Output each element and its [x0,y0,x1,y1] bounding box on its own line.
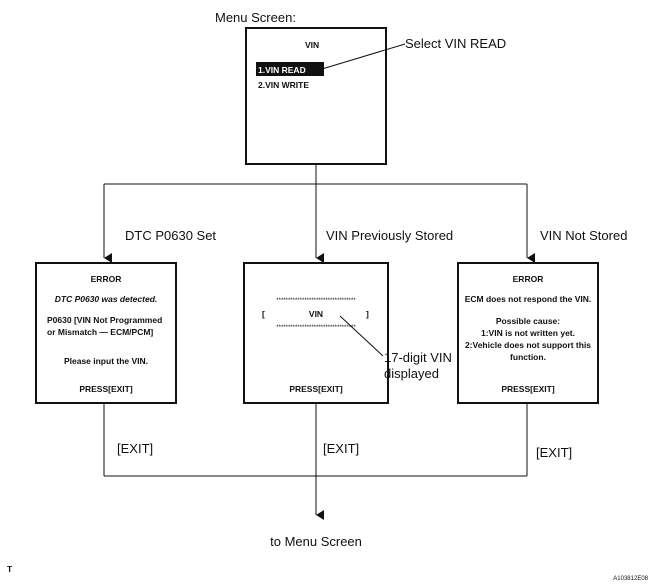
menu-caption: Menu Screen: [215,10,296,25]
menu-screen-box [245,27,387,165]
screen-center-stars-top: ********************************** [276,298,356,304]
menu-item-vin-read: 1.VIN READ [258,65,306,75]
screen-right-box [457,262,599,404]
screen-left-line2: P0630 [VIN Not Programmed [47,315,162,325]
screen-right-line2: Possible cause: [496,316,560,326]
figure-code: A103812E08 [613,576,648,582]
exit-label-center: [EXIT] [323,441,359,456]
screen-right-line5: function. [510,352,546,362]
menu-item-vin-write: 2.VIN WRITE [258,80,309,90]
menu-item-highlight [256,62,324,76]
vin-callout-line [339,315,384,357]
screen-center-vin: VIN [309,309,323,319]
screen-left-line3: or Mismatch — ECM/PCM] [47,327,153,337]
screen-left-line4: Please input the VIN. [64,356,148,366]
screen-center-box [243,262,389,404]
screen-left-box [35,262,177,404]
destination-label: to Menu Screen [270,534,362,549]
screen-center-bracket-open: [ [262,309,265,319]
exit-label-left: [EXIT] [117,441,153,456]
screen-right-line1: ECM does not respond the VIN. [465,294,592,304]
screen-right-press: PRESS[EXIT] [501,384,555,394]
branch-label-left: DTC P0630 Set [125,228,216,243]
branch-label-center: VIN Previously Stored [326,228,453,243]
screen-right-title: ERROR [513,274,544,284]
vin-callout-line2: displayed [384,366,439,381]
screen-left-press: PRESS[EXIT] [79,384,133,394]
screen-right-line3: 1:VIN is not written yet. [481,328,575,338]
corner-mark: T [7,564,13,574]
screen-center-stars-bottom: ********************************** [276,325,356,331]
menu-callout-line [321,43,406,70]
vin-callout-line1: 17-digit VIN [384,350,452,365]
screen-left-line1: DTC P0630 was detected. [55,294,158,304]
branch-label-right: VIN Not Stored [540,228,627,243]
menu-title: VIN [305,40,319,50]
screen-right-line4: 2:Vehicle does not support this [465,340,591,350]
menu-callout: Select VIN READ [405,36,506,51]
screen-left-title: ERROR [91,274,122,284]
exit-label-right: [EXIT] [536,445,572,460]
screen-center-bracket-close: ] [366,309,369,319]
screen-center-press: PRESS[EXIT] [289,384,343,394]
